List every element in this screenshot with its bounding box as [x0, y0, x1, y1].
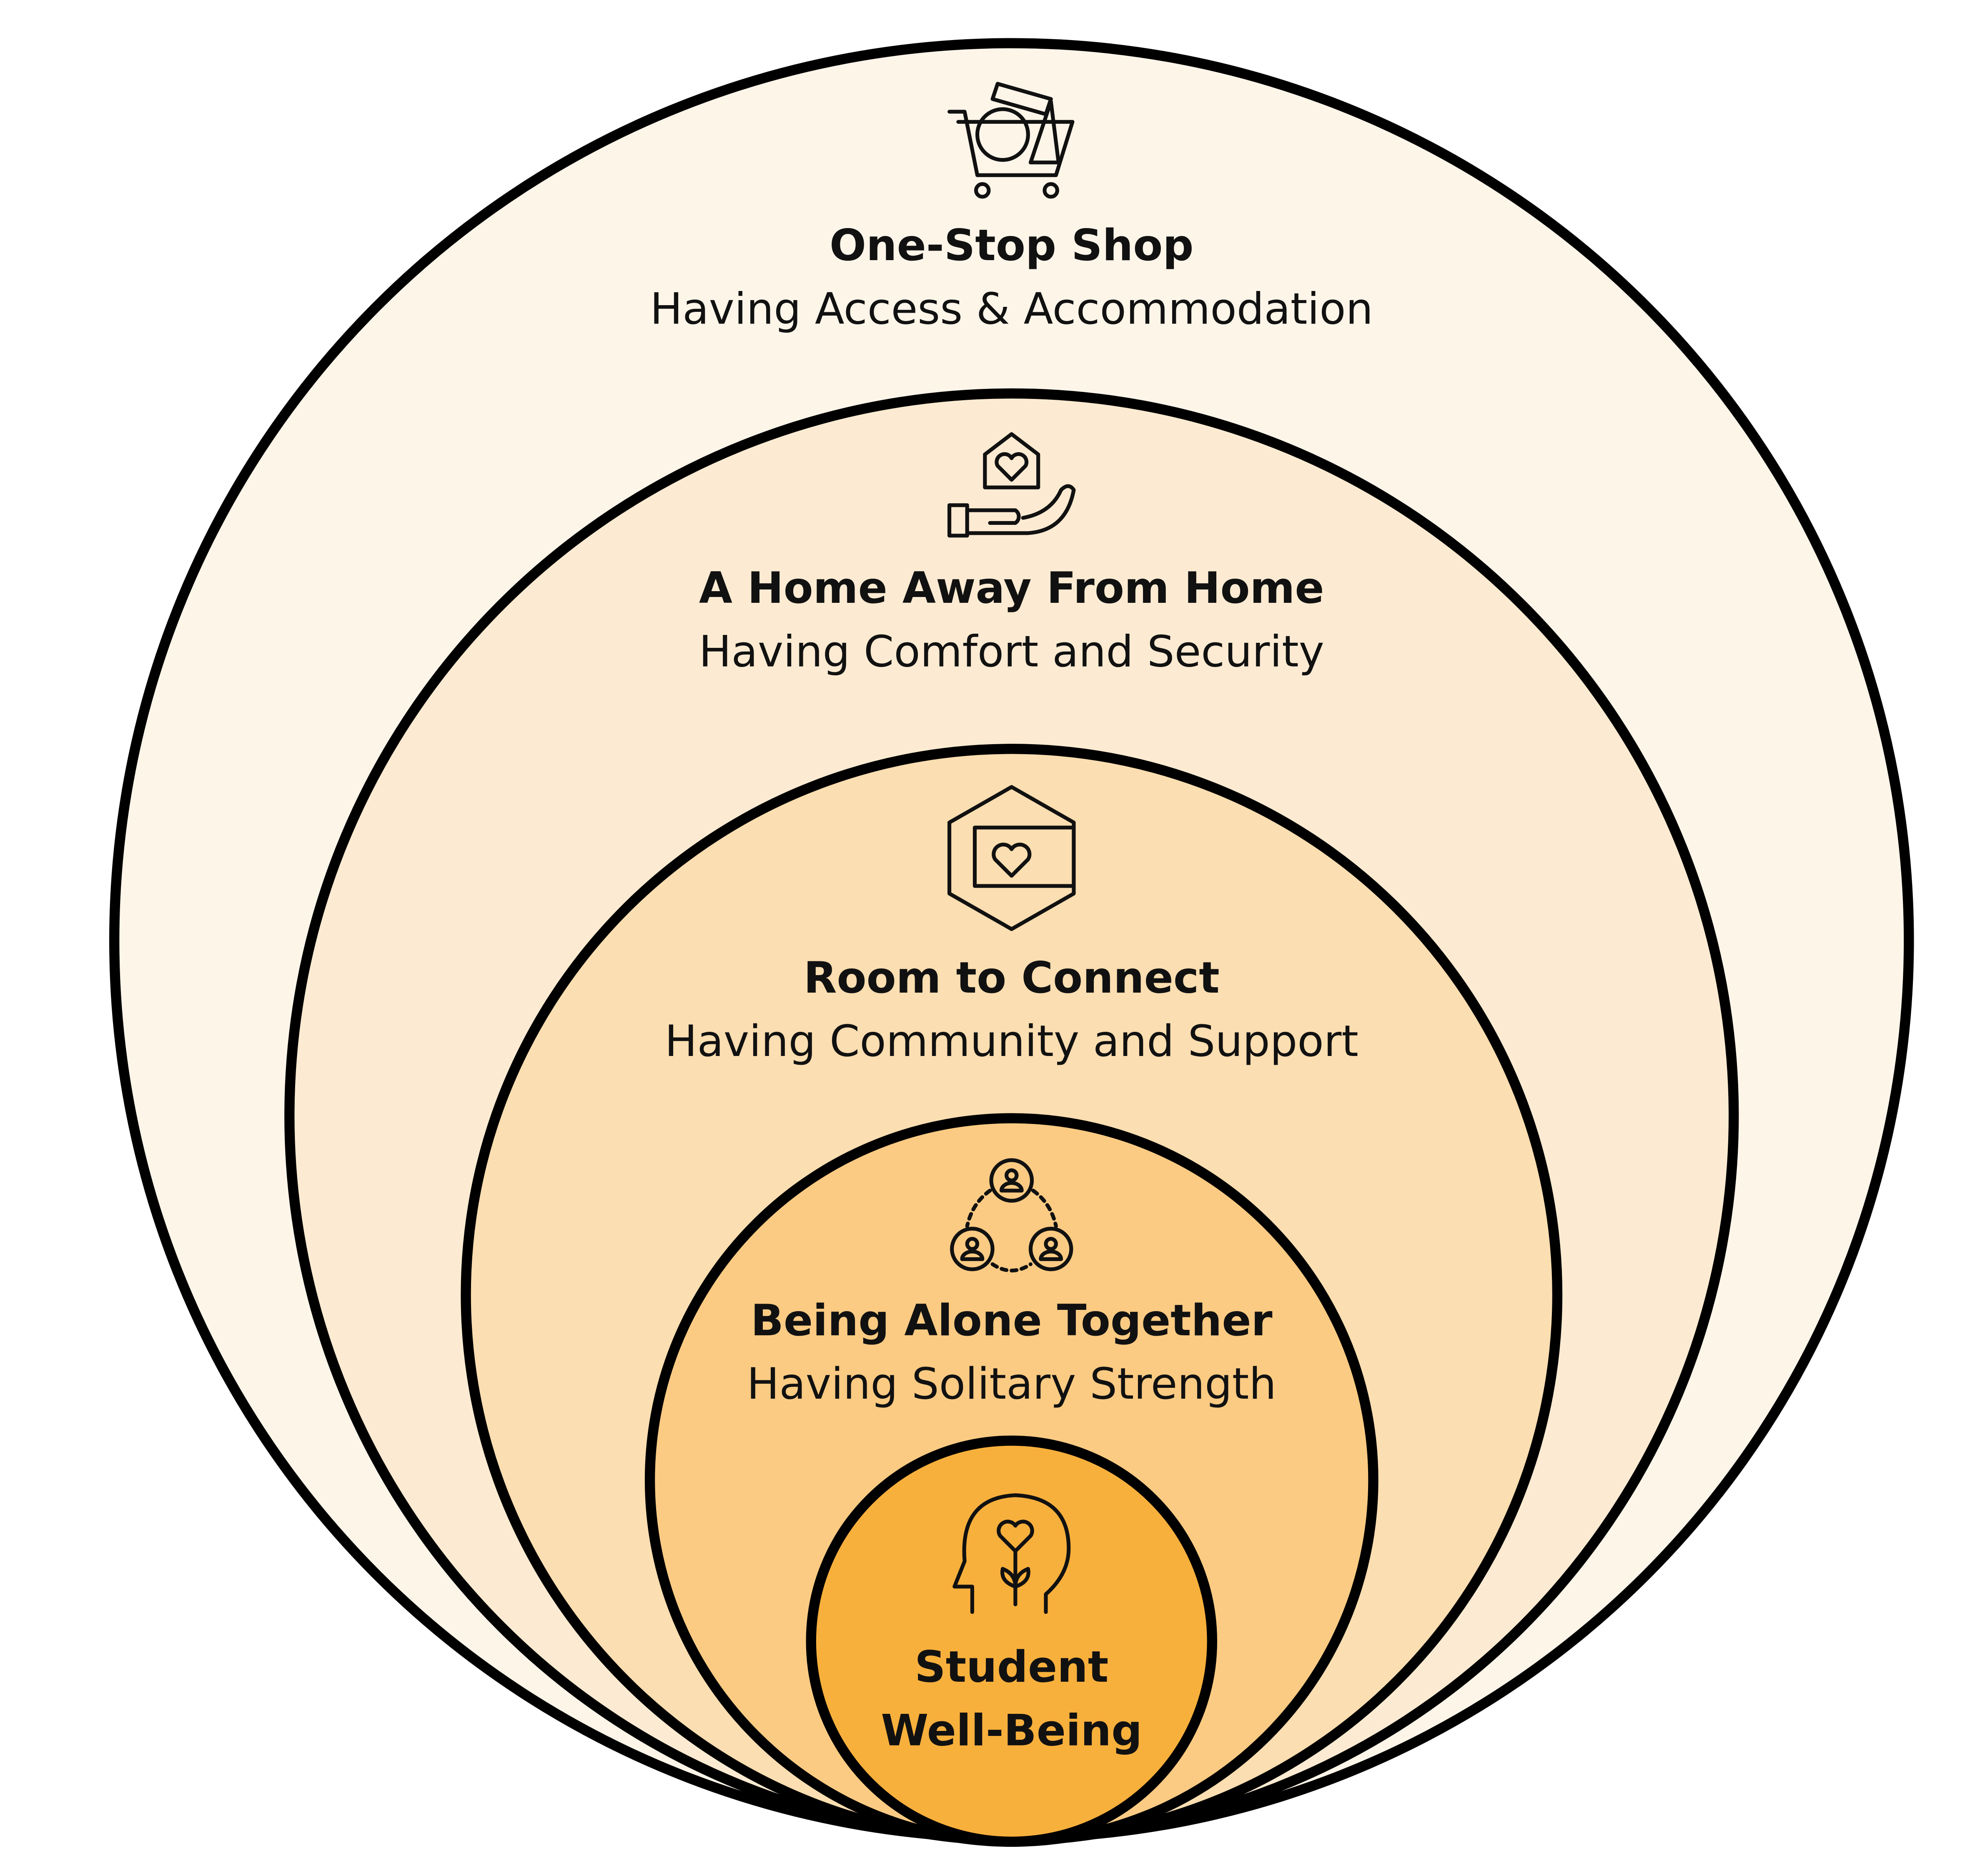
layer3-title: Room to Connect [804, 953, 1220, 1003]
layer4-subtitle: Having Solitary Strength [747, 1359, 1276, 1409]
core-title-line1: Student [915, 1642, 1108, 1692]
layer2-title: A Home Away From Home [699, 563, 1324, 613]
head-heart-sprout-icon [952, 1493, 1071, 1614]
core-title-line2: Well-Being [881, 1705, 1142, 1756]
layer1-subtitle: Having Access & Accommodation [650, 284, 1373, 334]
layer2-subtitle: Having Comfort and Security [699, 627, 1324, 677]
layer4-title: Being Alone Together [751, 1296, 1273, 1346]
core-student-well-being [806, 1435, 1217, 1847]
hand-holding-house-icon [947, 432, 1076, 538]
hexagon-room-heart-icon [947, 785, 1076, 931]
layer1-title: One-Stop Shop [830, 221, 1193, 271]
connected-people-icon [950, 1158, 1073, 1273]
layer3-subtitle: Having Community and Support [665, 1016, 1358, 1066]
shopping-cart-icon [947, 82, 1075, 199]
